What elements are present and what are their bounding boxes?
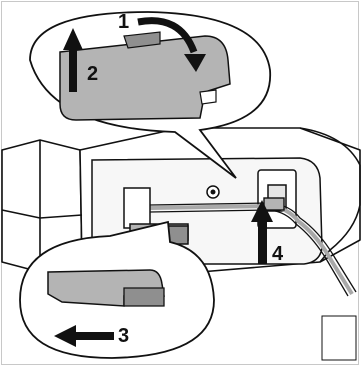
step-2-label: 2 <box>87 64 98 84</box>
latch-clip-right <box>264 198 284 210</box>
label-plate <box>322 316 356 360</box>
step-1-label: 1 <box>118 12 129 32</box>
step-3-label: 3 <box>118 326 129 346</box>
step-4-label: 4 <box>272 244 283 264</box>
screw <box>207 186 219 198</box>
